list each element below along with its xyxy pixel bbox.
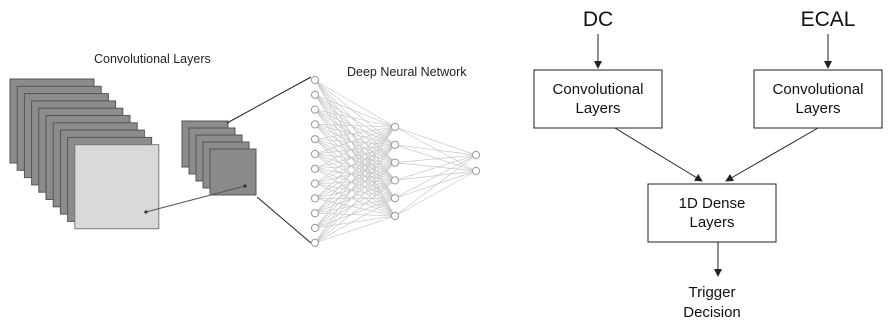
neuron-node bbox=[471, 150, 481, 160]
dnn-connection bbox=[314, 94, 396, 128]
dense-box-line2: Layers bbox=[689, 214, 734, 231]
dnn-connection bbox=[314, 162, 396, 229]
small-feature-map-stack bbox=[181, 120, 257, 196]
output-label-line1: Trigger bbox=[689, 284, 736, 301]
dnn-connection bbox=[314, 144, 396, 184]
dnn-connection bbox=[314, 126, 396, 155]
dnn-connection bbox=[314, 162, 396, 170]
dnn-connection bbox=[314, 126, 396, 229]
neuron-node bbox=[390, 176, 400, 185]
neuron-node bbox=[310, 223, 320, 233]
neuron-node bbox=[390, 211, 400, 221]
conv-box-left-line2: Layers bbox=[575, 100, 620, 117]
neuron-node bbox=[310, 238, 320, 247]
dnn-connection bbox=[314, 162, 396, 184]
dnn-connection bbox=[394, 162, 477, 172]
projection-line-bottom bbox=[256, 196, 312, 244]
dnn-connection bbox=[394, 126, 477, 156]
neuron-node bbox=[390, 158, 400, 167]
dnn-connection bbox=[314, 79, 396, 128]
dnn-neurons bbox=[310, 75, 481, 247]
dnn-connection bbox=[314, 162, 396, 199]
output-label-line2: Decision bbox=[683, 304, 741, 321]
right-flowchart: DC ECAL Convolutional Layers Convolution… bbox=[533, 8, 883, 321]
arrow-convleft-to-dense bbox=[614, 127, 703, 182]
dense-box: 1D Dense Layers bbox=[647, 183, 777, 243]
dnn-connection bbox=[394, 154, 477, 217]
large-feature-map-stack bbox=[9, 78, 160, 230]
neuron-node bbox=[310, 179, 320, 188]
dnn-connection bbox=[314, 126, 396, 170]
dnn-connection bbox=[314, 180, 396, 184]
dnn-connection bbox=[314, 162, 396, 244]
projection-line-top bbox=[226, 76, 312, 124]
neuron-node bbox=[310, 120, 320, 129]
neuron-node bbox=[310, 149, 320, 159]
conv-box-right: Convolutional Layers bbox=[753, 69, 883, 129]
dnn-connection bbox=[314, 180, 396, 229]
conv-box-left-line1: Convolutional bbox=[553, 81, 644, 98]
arrow-convright-to-dense bbox=[725, 127, 819, 182]
dnn-connection bbox=[314, 168, 396, 181]
neuron-node bbox=[310, 135, 320, 144]
conv-box-left: Convolutional Layers bbox=[533, 69, 663, 129]
conv-box-right-line1: Convolutional bbox=[773, 81, 864, 98]
dnn-connection bbox=[314, 183, 396, 217]
dnn-connection bbox=[314, 197, 396, 244]
conv-layers-title: Convolutional Layers bbox=[94, 52, 211, 66]
neuron-node bbox=[310, 194, 320, 203]
dnn-connection bbox=[314, 180, 396, 199]
dnn-connections bbox=[314, 79, 477, 244]
dnn-connection bbox=[314, 126, 396, 199]
dnn-connection bbox=[394, 170, 477, 199]
dnn-connection bbox=[394, 144, 477, 156]
dnn-connection bbox=[394, 170, 477, 181]
dense-box-line1: 1D Dense bbox=[679, 195, 746, 212]
feature-map bbox=[74, 144, 160, 230]
dnn-connection bbox=[314, 198, 396, 217]
neuron-node bbox=[390, 194, 400, 203]
dnn-connection bbox=[314, 126, 396, 140]
dnn-connection bbox=[314, 215, 396, 244]
dnn-connection bbox=[394, 154, 477, 163]
neuron-node bbox=[310, 105, 320, 114]
left-cnn-diagram: Convolutional Layers Deep Neural Network bbox=[9, 52, 481, 247]
dnn-connection bbox=[394, 154, 477, 199]
dnn-connection bbox=[314, 144, 396, 214]
dnn-connection bbox=[314, 162, 396, 214]
dnn-connection bbox=[314, 126, 396, 214]
neuron-node bbox=[471, 166, 481, 176]
dnn-connection bbox=[394, 126, 477, 172]
dnn-connection bbox=[314, 144, 396, 244]
kernel-connector-line bbox=[145, 185, 246, 213]
kernel-point-start bbox=[144, 210, 148, 214]
neuron-node bbox=[310, 75, 320, 85]
dnn-connection bbox=[314, 124, 396, 128]
dnn-connection bbox=[314, 168, 396, 199]
dnn-connection bbox=[314, 180, 396, 244]
dnn-connection bbox=[314, 126, 396, 243]
input-dc-label: DC bbox=[583, 8, 613, 31]
kernel-point-end bbox=[243, 184, 247, 188]
dnn-connection bbox=[314, 168, 396, 217]
small-feature-map bbox=[209, 148, 257, 196]
dnn-connection bbox=[314, 180, 396, 214]
dnn-connection bbox=[394, 154, 477, 181]
dnn-connection bbox=[314, 144, 396, 170]
input-ecal-label: ECAL bbox=[801, 8, 856, 31]
neuron-node bbox=[390, 140, 400, 149]
dnn-connection bbox=[394, 170, 477, 217]
neuron-node bbox=[390, 122, 400, 132]
dnn-connection bbox=[314, 126, 396, 184]
dnn-connection bbox=[314, 109, 396, 128]
dnn-connection bbox=[314, 144, 396, 199]
neuron-node bbox=[310, 90, 320, 99]
dnn-connection bbox=[314, 144, 396, 229]
dnn-connection bbox=[394, 144, 477, 172]
dnn-title: Deep Neural Network bbox=[347, 65, 467, 79]
neuron-node bbox=[310, 164, 320, 173]
neuron-node bbox=[310, 209, 320, 218]
conv-box-right-line2: Layers bbox=[795, 100, 840, 117]
